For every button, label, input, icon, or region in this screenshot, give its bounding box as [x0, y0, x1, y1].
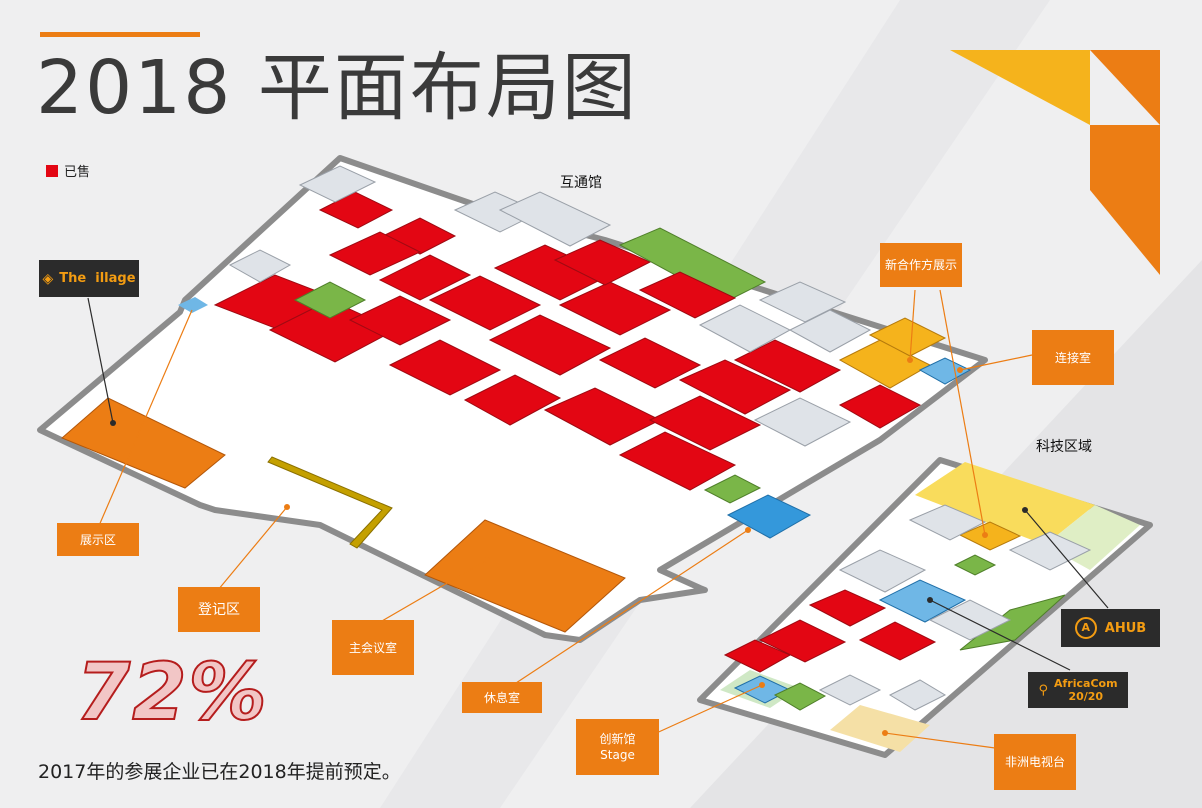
label-lounge: 休息室: [462, 682, 542, 713]
africacom-label: ⚲ AfricaCom 20/20: [1028, 672, 1128, 708]
village-text: The illage: [59, 271, 136, 286]
hall-label-tech: 科技区域: [1036, 439, 1092, 455]
diamond-logo-icon: ◈: [42, 270, 54, 287]
label-registration: 登记区: [178, 587, 260, 632]
label-africa-tv: 非洲电视台: [994, 734, 1076, 790]
ahub-text: AHUB: [1104, 620, 1147, 636]
main-hall-booths: [178, 165, 972, 539]
presold-percentage: 72%: [75, 647, 269, 739]
legend-swatch-sold: [46, 164, 58, 177]
legend-label: 已售: [64, 165, 91, 180]
innovation-text-2: Stage: [600, 748, 635, 762]
legend: 已售: [46, 161, 90, 180]
ahub-label: A AHUB: [1061, 609, 1160, 647]
africacom-text-2: 20/20: [1068, 690, 1104, 703]
ahub-logo-icon: A: [1074, 617, 1097, 639]
brand-corner-shapes: [950, 50, 1160, 275]
title-accent-bar: [40, 32, 200, 37]
label-exhibit: 展示区: [57, 523, 139, 556]
page-title: 2018 平面布局图: [36, 45, 638, 131]
zone-blocks: [61, 397, 626, 633]
label-main-meeting: 主会议室: [332, 620, 414, 675]
presold-caption: 2017年的参展企业已在2018年提前预定。: [38, 761, 401, 783]
africacom-text: AfricaCom 20/20: [1054, 677, 1118, 703]
innovation-text-1: 创新馆: [599, 732, 636, 746]
village-label: ◈ The illage: [39, 260, 139, 297]
hall-label-main: 互通馆: [560, 175, 602, 191]
label-innovation: 创新馆 Stage: [576, 719, 659, 775]
label-new-coop: 新合作方展示: [880, 243, 962, 287]
label-connection: 连接室: [1032, 330, 1114, 385]
tech-zone-booths: [723, 504, 1092, 711]
africacom-text-1: AfricaCom: [1054, 677, 1118, 690]
telescope-icon: ⚲: [1038, 682, 1048, 698]
